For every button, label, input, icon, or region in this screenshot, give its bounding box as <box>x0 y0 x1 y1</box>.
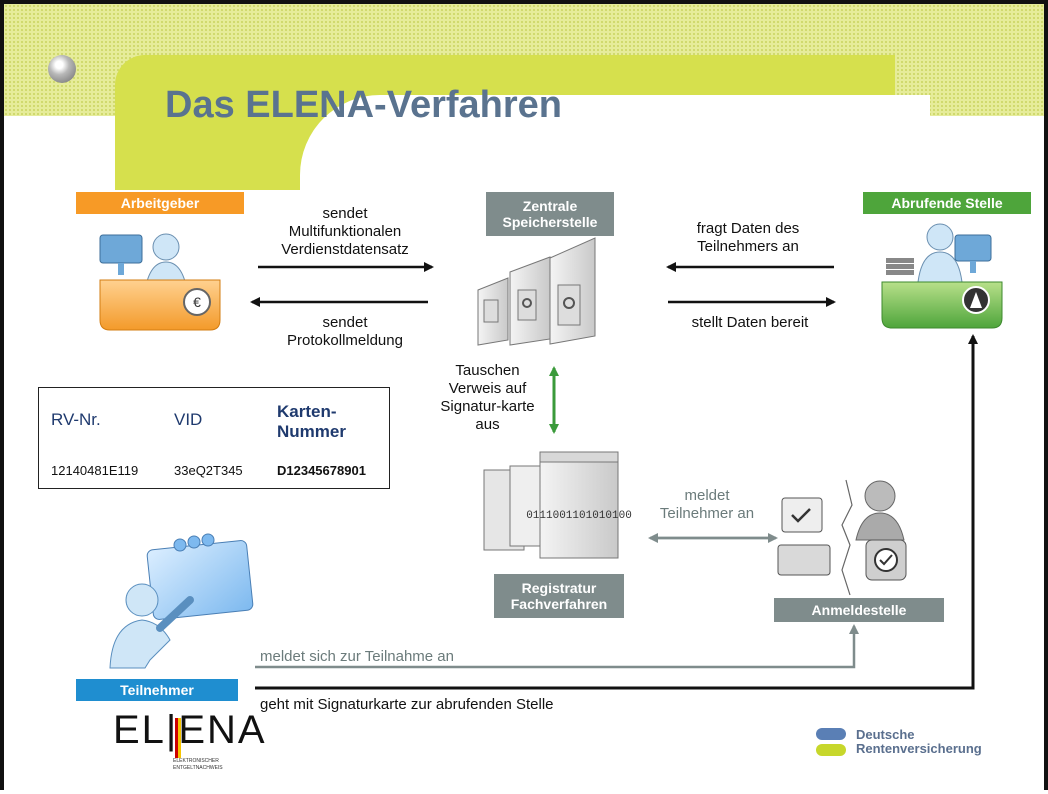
registry-binary-text: 0111001101010100 <box>526 510 632 522</box>
ref-value-rv: 12140481E119 <box>51 463 139 478</box>
drv-logo-line2: Rentenversicherung <box>856 741 982 757</box>
registration-icon <box>777 479 907 596</box>
edge-request-data: fragt Daten des Teilnehmers an <box>696 220 800 255</box>
page-title: Das ELENA-Verfahren <box>165 84 563 126</box>
arrow-go-with-card <box>255 334 978 690</box>
edge-go-with-card: geht mit Signaturkarte zur abrufenden St… <box>260 696 554 713</box>
registry-files-icon: 0111001101010100 <box>483 451 632 559</box>
label-participant: Teilnehmer <box>76 679 238 701</box>
elena-logo-subtext: ELEKTRONISCHER ENTGELTNACHWEIS <box>173 758 223 771</box>
edge-provide-data: stellt Daten bereit <box>691 314 809 331</box>
euro-icon: € <box>193 294 201 310</box>
drv-logo-yellow <box>816 744 846 756</box>
employer-person-icon: € <box>99 233 221 331</box>
reference-table: RV-Nr. VID Karten-Nummer 12140481E119 33… <box>38 387 390 489</box>
drv-logo: Deutsche Rentenversicherung <box>856 727 982 757</box>
label-central-storage: Zentrale Speicherstelle <box>486 192 614 236</box>
elena-logo-flag-yellow <box>178 718 181 758</box>
edge-self-register: meldet sich zur Teilnahme an <box>260 648 454 665</box>
elena-logo-flag-red <box>175 718 178 758</box>
drv-logo-line1: Deutsche <box>856 727 915 742</box>
server-icon <box>477 237 596 346</box>
arrow-self-register <box>255 624 859 669</box>
agency-person-icon <box>881 223 1003 329</box>
label-employer: Arbeitgeber <box>76 192 244 214</box>
edge-send-dataset: sendet Multifunktionalen Verdienstdatens… <box>281 205 409 258</box>
elena-logo-text: EL|ENA <box>113 708 267 752</box>
title-curve-cutout <box>300 95 930 195</box>
label-registration-office: Anmeldestelle <box>774 598 944 622</box>
edge-send-protocol: sendet Protokollmeldung <box>287 314 403 349</box>
ref-header-rv: RV-Nr. <box>51 410 101 429</box>
agency-a-icon <box>970 292 982 308</box>
bullet-icon <box>48 55 76 83</box>
label-registry: Registratur Fachverfahren <box>494 574 624 618</box>
edge-exchange-reference: Tauschen Verweis auf Signatur-karte aus <box>440 362 535 433</box>
edge-register-participant: meldet Teilnehmer an <box>659 487 755 522</box>
ref-header-vid: VID <box>174 410 203 429</box>
ref-value-card: D12345678901 <box>277 463 366 478</box>
elena-logo: EL|ENA ELEKTRONISCHER ENTGELTNACHWEIS <box>113 708 267 771</box>
participant-card-icon <box>109 533 254 669</box>
drv-logo-blue <box>816 728 846 740</box>
label-retrieving-office: Abrufende Stelle <box>863 192 1031 214</box>
ref-header-card: Karten-Nummer <box>277 402 346 441</box>
ref-value-vid: 33eQ2T345 <box>174 463 243 478</box>
